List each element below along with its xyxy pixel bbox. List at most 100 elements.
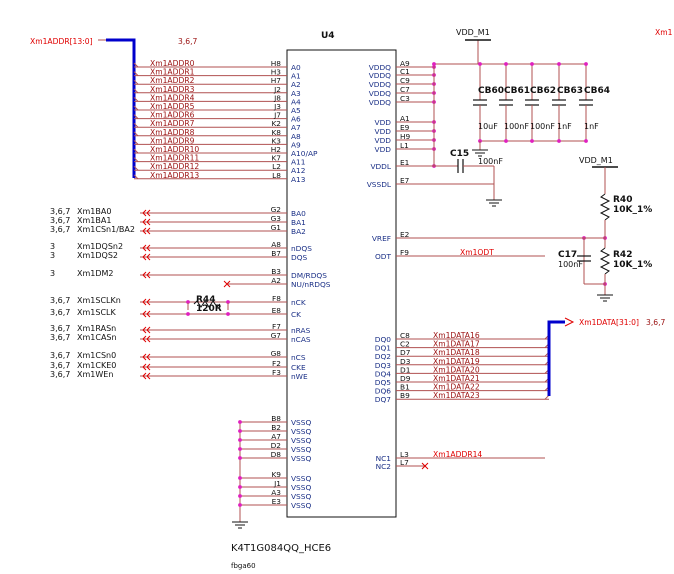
ctrl-sheets: 3,6,7: [50, 308, 70, 317]
r44-ref: R44: [196, 295, 215, 305]
addr-ball: J2: [273, 85, 281, 94]
cap-ref: CB61: [504, 86, 530, 96]
addr-net-label: Xm1ADDR1: [150, 68, 195, 77]
ctrl-pin-func: nCK: [291, 298, 306, 307]
ctrl-pin-func: BA1: [291, 218, 306, 227]
addr-bus-label: Xm1ADDR[13:0]: [30, 37, 93, 46]
pwr-pin-func: VDDQ: [369, 98, 391, 107]
cap-ref: CB63: [557, 86, 583, 96]
dq-net-label: Xm1DATA20: [433, 365, 480, 374]
r44-resistor: R44 120R: [187, 295, 229, 314]
addr-pin-func: A3: [291, 89, 301, 98]
pwr-pin-func: VDD: [375, 127, 392, 136]
addr-ball: H3: [271, 68, 282, 77]
ctrl-ball: F7: [272, 322, 281, 331]
ref-pin-func: VREF: [372, 234, 391, 243]
addr-ball: J8: [273, 93, 281, 102]
cap-ref: CB64: [584, 86, 610, 96]
ctrl-sheets: 3: [50, 242, 55, 251]
nc-ball: L7: [400, 458, 409, 467]
dq-ball: B1: [400, 383, 410, 392]
dq-pin-func: DQ3: [375, 361, 392, 370]
dq-net-label: Xm1DATA18: [433, 348, 480, 357]
cap-junction: [557, 62, 561, 66]
ctrl-net-label: Xm1DQS2: [77, 251, 118, 260]
addr-ball: K7: [271, 154, 281, 163]
addr-pin-func: A0: [291, 63, 301, 72]
ctrl-sheets: 3,6,7: [50, 361, 70, 370]
r40-value: 10K_1%: [613, 205, 652, 215]
dq-ball: C2: [400, 340, 410, 349]
ctrl-pin-func: CK: [291, 310, 301, 319]
ctrl-pin-func: nCAS: [291, 335, 311, 344]
dq-ball: D3: [400, 357, 411, 366]
c15-value: 100nF: [478, 157, 503, 166]
r42-value: 10K_1%: [613, 260, 652, 270]
cap-junction: [584, 62, 588, 66]
addr-net-label: Xm1ADDR11: [150, 154, 199, 163]
ctrl-pin-func: DQS: [291, 253, 308, 262]
addr-pin-func: A11: [291, 158, 306, 167]
cap-junction: [504, 139, 508, 143]
dq-pin-func: DQ0: [375, 335, 392, 344]
dq-pin-func: DQ5: [375, 378, 392, 387]
ctrl-net-label: Xm1CSn1/BA2: [77, 225, 135, 234]
vssq-pin-func: VSSQ: [291, 474, 311, 483]
dq-net-label: Xm1DATA17: [433, 340, 480, 349]
dq-net-label: Xm1DATA16: [433, 331, 480, 340]
pwr-ball: C7: [400, 85, 410, 94]
data-bus-sheets: 3,6,7: [646, 318, 665, 327]
addr-bus-entry: [133, 157, 139, 162]
ref-ball: F9: [400, 248, 409, 257]
ctrl-net-label: Xm1CKE0: [77, 361, 116, 370]
cap-value: 1nF: [557, 122, 572, 131]
cap-ref: CB62: [530, 86, 556, 96]
ctrl-pin-func: CKE: [291, 363, 306, 372]
ctrl-ball: F3: [272, 368, 281, 377]
pwr-ball: L1: [400, 141, 409, 150]
ctrl-pin-func: BA2: [291, 227, 306, 236]
dq-ball: B9: [400, 391, 410, 400]
offpage-arrow: [142, 372, 151, 380]
dq-net-label: Xm1DATA19: [433, 357, 480, 366]
addr-bus-sheets: 3,6,7: [178, 37, 197, 46]
vssq-ball: E3: [272, 497, 282, 506]
offpage-arrow: [142, 335, 151, 343]
addr-bus-entry: [133, 148, 139, 154]
ctrl-ball: F8: [272, 294, 281, 303]
addr-ball: L8: [272, 171, 281, 180]
addr-net-label: Xm1ADDR9: [150, 136, 195, 145]
no-connect-mark: [421, 462, 429, 470]
ctrl-sheets: 3,6,7: [50, 207, 70, 216]
vssq-pin-func: VSSQ: [291, 445, 311, 454]
addr-pin-func: A2: [291, 80, 301, 89]
ctrl-pin-func: nCS: [291, 353, 306, 362]
addr-pin-func: A1: [291, 72, 301, 81]
data-bus-arrow: [564, 317, 575, 327]
vssq-ball: D2: [271, 441, 281, 450]
dq-ball: C8: [400, 331, 410, 340]
r44-junction: [226, 300, 230, 304]
ref-ball: E2: [400, 230, 409, 239]
nc-pin-func: NC1: [376, 454, 392, 463]
pwr-pin-func: VDD: [375, 145, 392, 154]
vssq-junction: [238, 447, 242, 451]
addr-pin-func: A10/AP: [291, 149, 318, 158]
ctrl-sheets: 3,6,7: [50, 324, 70, 333]
vssq-pin-func: VSSQ: [291, 427, 311, 436]
pwr-ball: A1: [400, 114, 410, 123]
nc-ball: L3: [400, 450, 409, 459]
ctrl-sheets: 3,6,7: [50, 370, 70, 379]
r44-junction: [186, 312, 190, 316]
ctrl-net-label: Xm1SCLK: [77, 308, 116, 317]
c15-ref: C15: [450, 149, 469, 159]
ctrl-net-label: Xm1DM2: [77, 269, 114, 278]
odt-net-label: Xm1ODT: [460, 248, 494, 257]
addr-net-label: Xm1ADDR8: [150, 128, 195, 137]
r42-ref: R42: [613, 250, 632, 260]
vssq-junction: [238, 438, 242, 442]
ctrl-net-label: Xm1CASn: [77, 333, 117, 342]
